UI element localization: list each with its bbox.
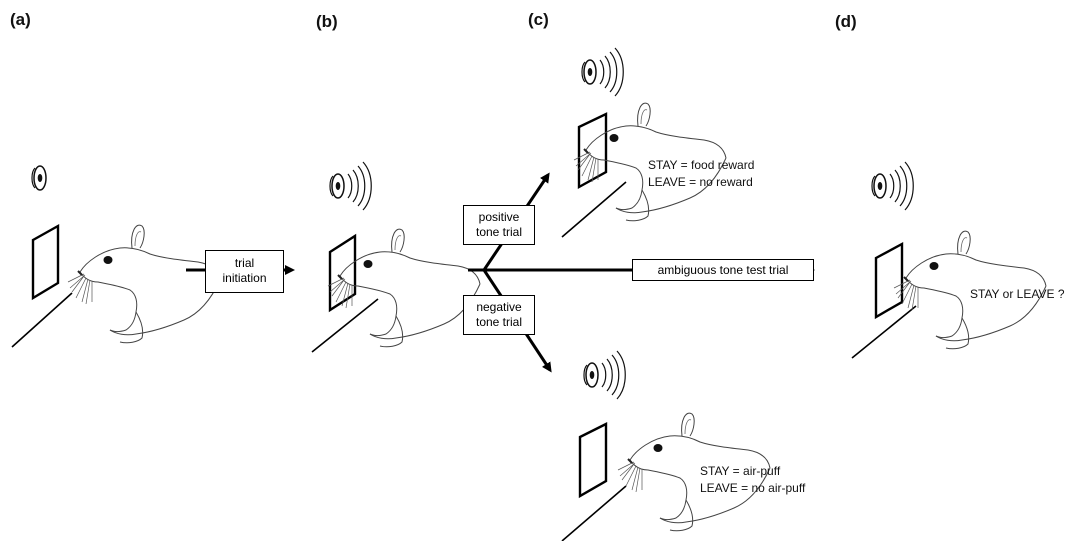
panel-c-positive-scene bbox=[561, 47, 727, 238]
floor-line bbox=[851, 305, 917, 359]
box-line: negative bbox=[476, 300, 522, 314]
nose-poke-panel bbox=[577, 112, 608, 190]
ambiguous-tone-test-trial-box: ambiguous tone test trial bbox=[632, 259, 814, 281]
box-line: tone trial bbox=[475, 315, 523, 329]
panel-label-c: (c) bbox=[528, 10, 549, 29]
rat-icon bbox=[67, 224, 221, 344]
outcome-line: STAY = air-puff bbox=[700, 464, 781, 478]
positive-outcome-note: STAY = food reward LEAVE = no reward bbox=[648, 157, 754, 191]
panel-label-a: (a) bbox=[10, 10, 31, 29]
outcome-line: LEAVE = no air-puff bbox=[700, 481, 806, 495]
floor-line bbox=[561, 485, 627, 541]
panel-label-d: (d) bbox=[835, 12, 857, 31]
positive-tone-trial-box: positive tone trial bbox=[463, 205, 535, 245]
nose-poke-panel bbox=[31, 223, 60, 301]
panel-c-negative-scene bbox=[561, 350, 771, 541]
speaker-on-icon bbox=[871, 161, 914, 211]
box-line: tone trial bbox=[475, 225, 523, 239]
outcome-line: STAY = food reward bbox=[648, 158, 755, 172]
negative-outcome-note: STAY = air-puff LEAVE = no air-puff bbox=[700, 463, 805, 497]
outcome-line: LEAVE = no reward bbox=[648, 175, 753, 189]
panel-d-scene bbox=[851, 161, 1047, 359]
trial-initiation-box: trial initiation bbox=[205, 250, 284, 293]
floor-line bbox=[311, 298, 379, 353]
floor-line bbox=[11, 292, 73, 348]
box-line: initiation bbox=[222, 271, 267, 285]
box-line: trial bbox=[234, 256, 255, 270]
panel-b-scene bbox=[311, 161, 481, 353]
speaker-off-icon bbox=[31, 165, 47, 191]
box-line: positive bbox=[478, 210, 520, 224]
outcome-line: STAY or LEAVE ? bbox=[970, 287, 1065, 301]
ambiguous-outcome-note: STAY or LEAVE ? bbox=[970, 286, 1065, 303]
nose-poke-panel bbox=[578, 422, 608, 499]
speaker-on-icon bbox=[329, 161, 372, 211]
speaker-on-icon bbox=[581, 47, 624, 97]
speaker-on-icon bbox=[583, 350, 626, 400]
floor-line bbox=[561, 181, 627, 238]
negative-tone-trial-box: negative tone trial bbox=[463, 295, 535, 335]
panel-a-scene bbox=[11, 165, 221, 348]
panel-label-b: (b) bbox=[316, 12, 338, 31]
nose-poke-panel bbox=[874, 241, 904, 320]
